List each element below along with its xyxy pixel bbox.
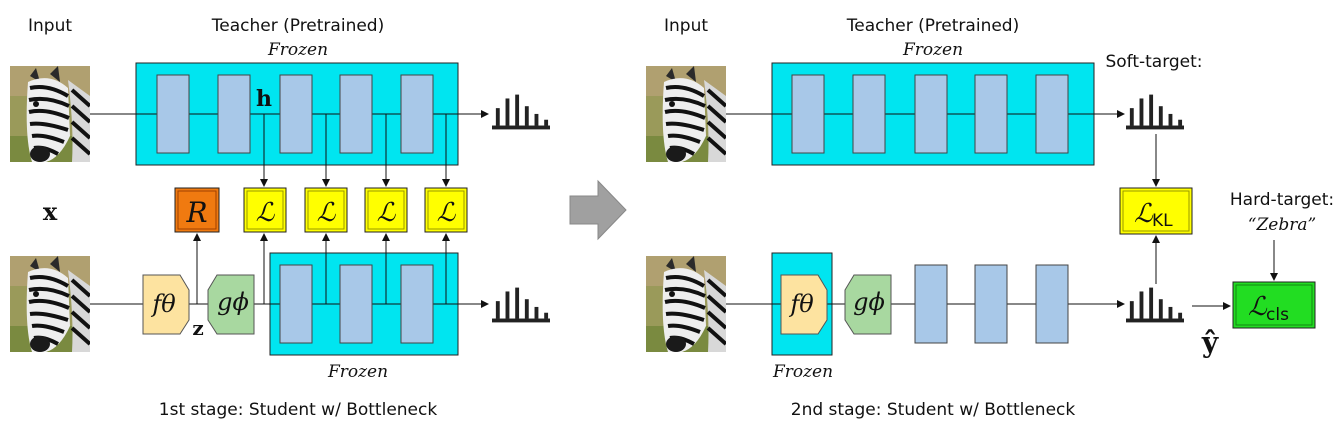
- stage1-student-layer: [279, 264, 313, 344]
- stage1-teacher-frozen-label: Frozen: [267, 40, 328, 60]
- histogram-icon: [492, 94, 550, 130]
- stage1-teacher-label: Teacher (Pretrained): [211, 16, 384, 36]
- stage2-encoder-frozen-label: Frozen: [772, 362, 833, 382]
- loss-box: ℒ: [243, 187, 287, 233]
- stage2-encoder-block: [780, 274, 828, 335]
- stage1-decoder-block: [207, 274, 255, 335]
- hard-target-value: “Zebra”: [1248, 215, 1316, 235]
- stage2-encoder-symbol: fθ: [788, 290, 814, 318]
- stage2-input-image-bottom: [646, 256, 726, 352]
- stage1-input-label: Input: [28, 16, 72, 36]
- loss-box: ℒ: [364, 187, 408, 233]
- stage1-student-layer: [339, 264, 373, 344]
- stage2-teacher-layer: [852, 74, 886, 154]
- stage1-input-image-bottom: [10, 256, 90, 352]
- histogram-icon: [1126, 287, 1184, 323]
- r-symbol: R: [185, 196, 207, 229]
- regularizer-box: [174, 187, 220, 233]
- cls-loss-box: ℒ cls: [1232, 281, 1316, 329]
- yhat-symbol: ŷ: [1201, 326, 1219, 359]
- h-symbol: h: [256, 86, 272, 112]
- stage1-teacher-layer: [400, 74, 434, 154]
- loss-box: ℒ: [424, 187, 468, 233]
- kl-loss-box: ℒ KL: [1119, 187, 1193, 235]
- stage1-teacher-layer: [279, 74, 313, 154]
- svg-text:ℒ: ℒ: [256, 198, 276, 228]
- svg-text:ℒ: ℒ: [377, 198, 397, 228]
- svg-text:KL: KL: [1152, 211, 1173, 231]
- stage2-decoder-symbol: gϕ: [853, 288, 885, 316]
- stage1-teacher-layer: [217, 74, 251, 154]
- stage1-decoder-symbol: gϕ: [217, 288, 249, 316]
- next-stage-arrow-icon: [569, 179, 627, 241]
- stage2-student-layer: [914, 264, 948, 344]
- histogram-icon: [1126, 94, 1184, 130]
- stage2-decoder-block: [844, 274, 892, 335]
- svg-text:ℒ: ℒ: [437, 198, 457, 228]
- stage2-student-layer: [974, 264, 1008, 344]
- z-symbol: z: [192, 316, 203, 340]
- svg-text:cls: cls: [1266, 305, 1289, 325]
- soft-target-label: Soft-target:: [1105, 52, 1202, 72]
- stage2-teacher-frozen-label: Frozen: [902, 40, 963, 60]
- stage2-caption: 2nd stage: Student w/ Bottleneck: [791, 400, 1076, 420]
- stage2-input-label: Input: [664, 16, 708, 36]
- stage2-teacher-layer: [791, 74, 825, 154]
- stage2-student-layer: [1035, 264, 1069, 344]
- svg-text:ℒ: ℒ: [317, 198, 337, 228]
- stage2-teacher-layer: [914, 74, 948, 154]
- svg-text:ℒ: ℒ: [1248, 292, 1268, 322]
- histogram-icon: [492, 287, 550, 323]
- stage1-student-layer: [400, 264, 434, 344]
- stage1-input-image-top: [10, 66, 90, 162]
- stage2-teacher-layer: [974, 74, 1008, 154]
- svg-text:ℒ: ℒ: [1134, 199, 1154, 229]
- stage2-teacher-layer: [1035, 74, 1069, 154]
- x-symbol: x: [43, 197, 58, 226]
- stage1-encoder-block: [142, 274, 190, 335]
- stage2-teacher-label: Teacher (Pretrained): [846, 16, 1019, 36]
- stage1-caption: 1st stage: Student w/ Bottleneck: [159, 400, 438, 420]
- loss-box: ℒ: [304, 187, 348, 233]
- stage1-teacher-layer: [339, 74, 373, 154]
- stage1-encoder-symbol: fθ: [150, 290, 176, 318]
- hard-target-label: Hard-target:: [1230, 190, 1334, 210]
- stage2-input-image-top: [646, 66, 726, 162]
- stage1-student-frozen-label: Frozen: [327, 362, 388, 382]
- stage1-teacher-layer: [156, 74, 190, 154]
